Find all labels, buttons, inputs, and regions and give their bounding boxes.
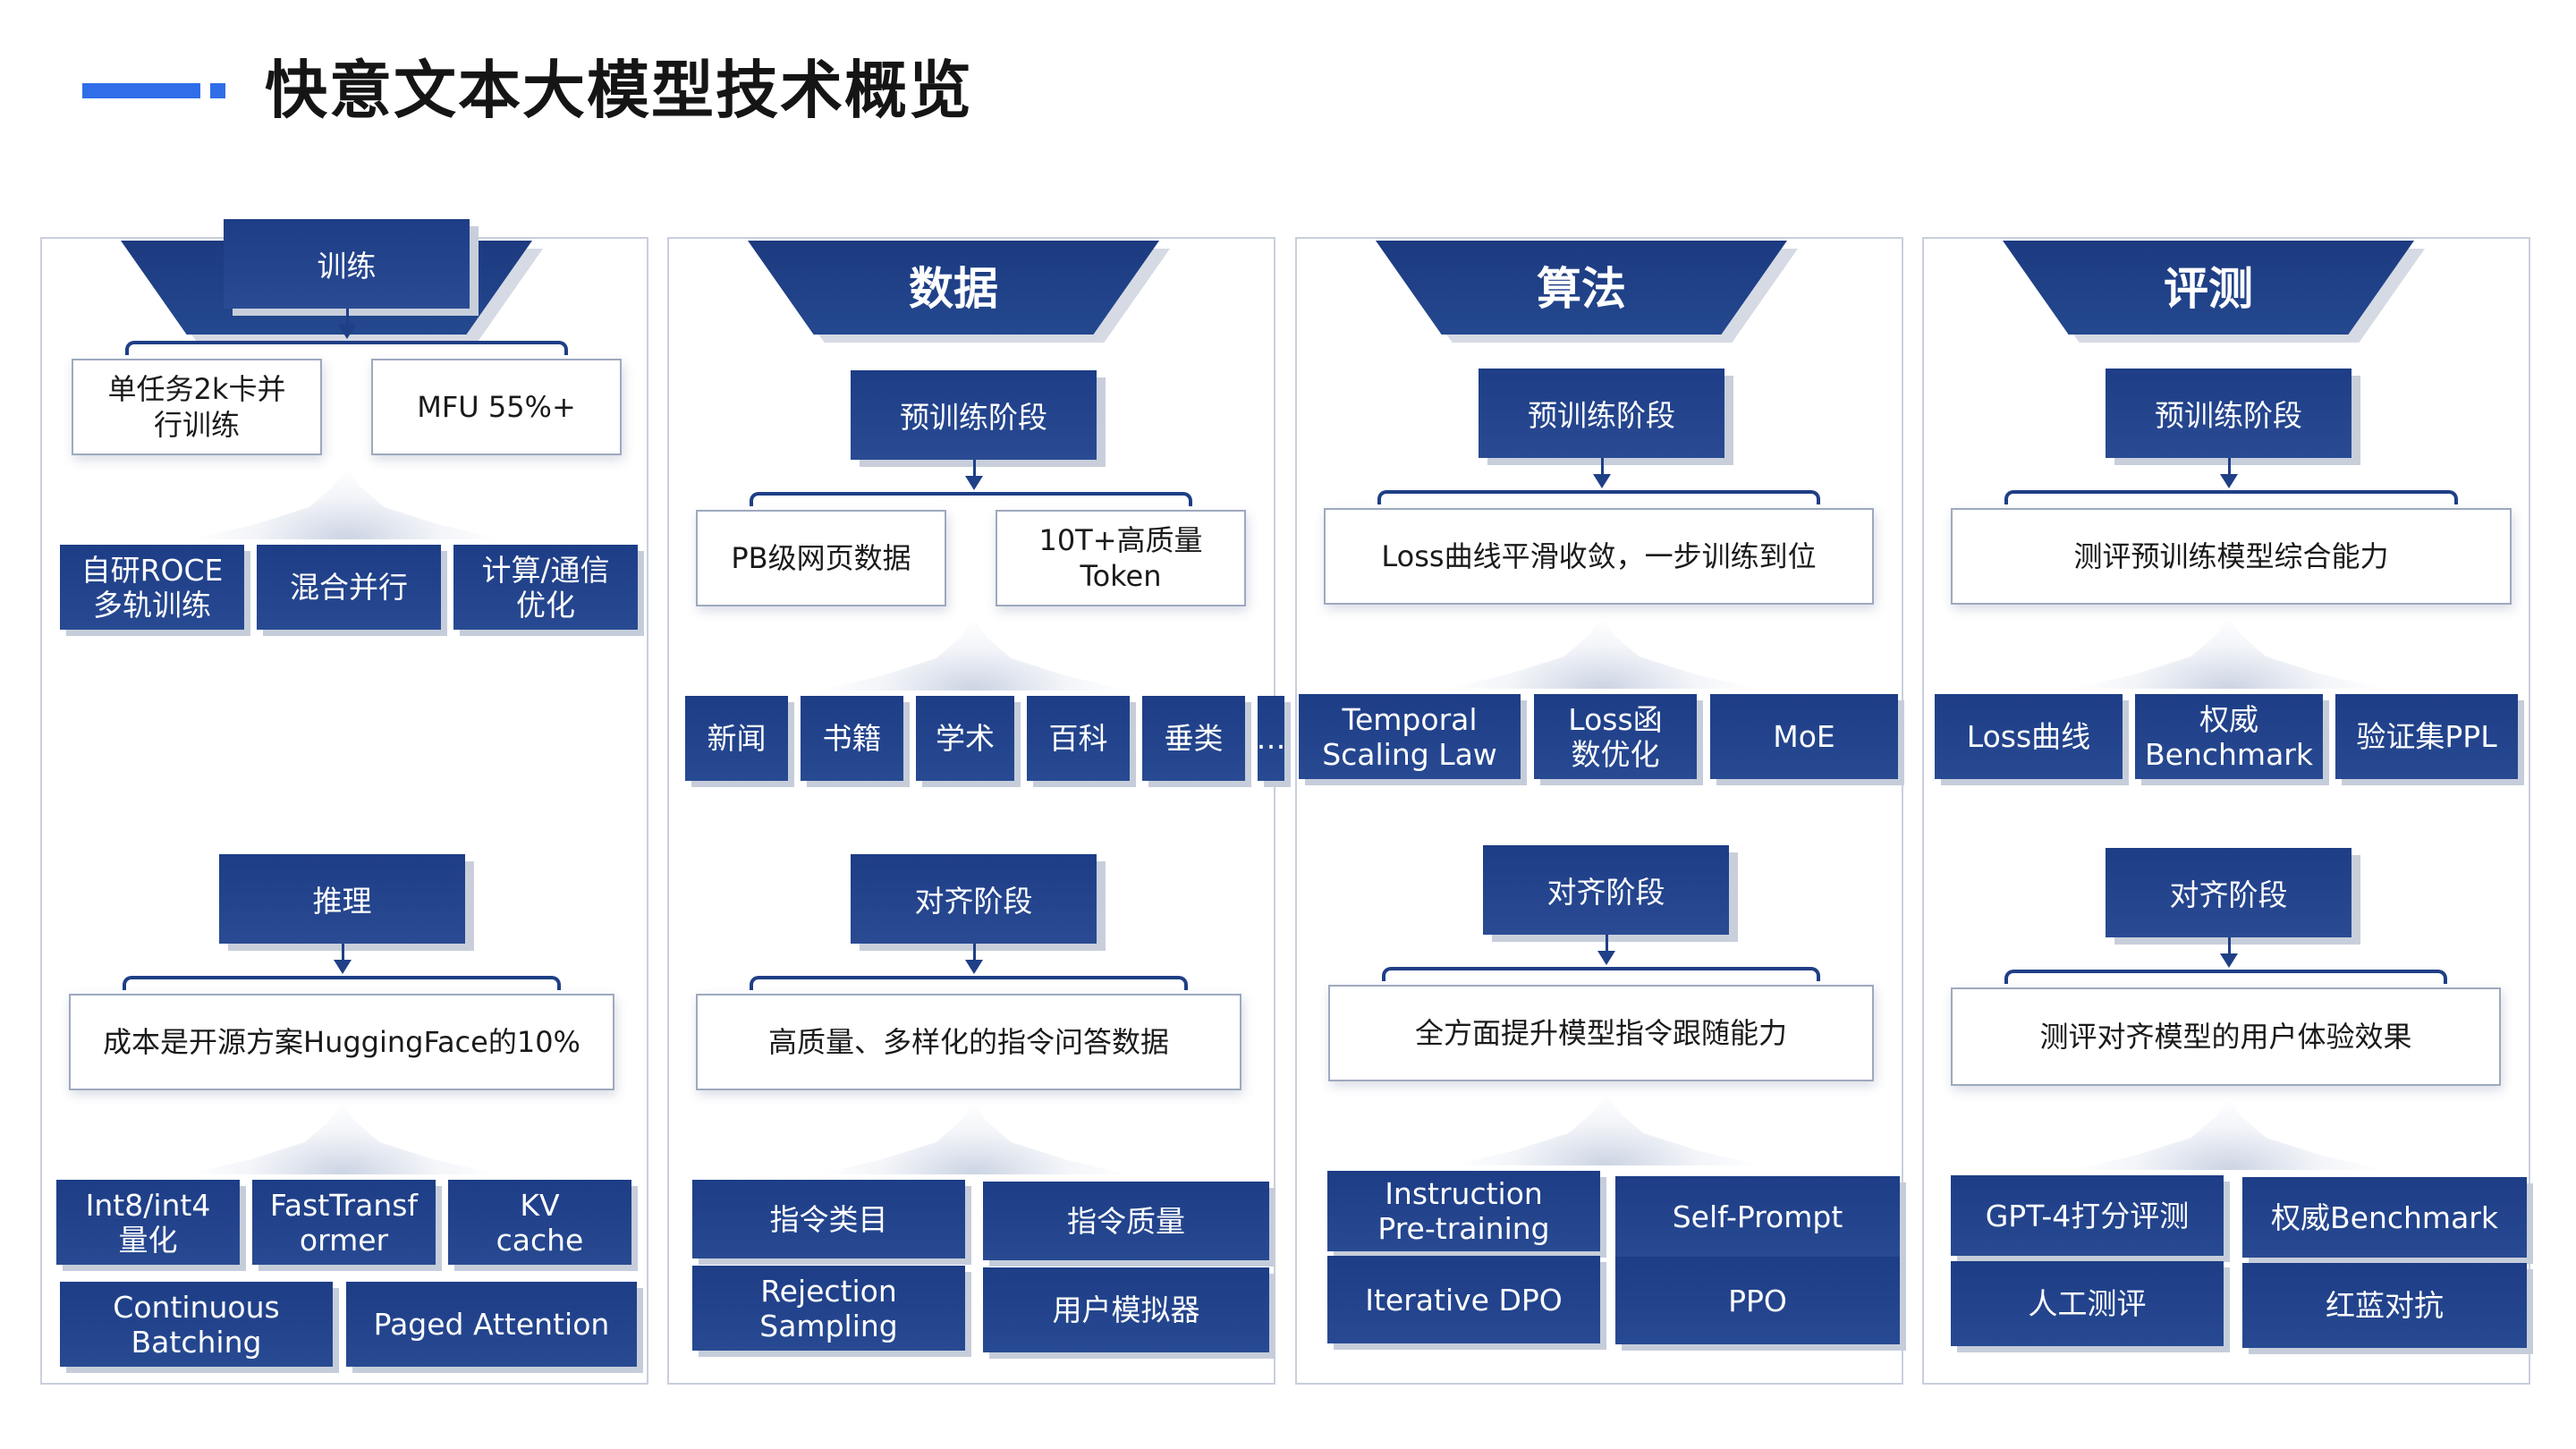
description-box: 单任务2k卡并行训练: [72, 359, 322, 455]
technique-tile: Loss函数优化: [1534, 694, 1697, 779]
title-accent-square: [210, 83, 225, 98]
technique-tile: Iterative DPO: [1327, 1256, 1600, 1343]
branch-connector: [1382, 967, 1820, 981]
down-arrow-shaft: [972, 944, 976, 962]
technique-tile: 验证集PPL: [2335, 694, 2518, 779]
stage-header: 对齐阶段: [1483, 845, 1729, 935]
technique-tile: 用户模拟器: [983, 1267, 1269, 1352]
stage-header: 预训练阶段: [1479, 369, 1724, 458]
title-accent-bar: [82, 83, 200, 98]
down-arrow-head: [1597, 951, 1615, 965]
branch-connector: [750, 976, 1188, 990]
stage-header: 对齐阶段: [851, 854, 1097, 944]
description-box: 高质量、多样化的指令问答数据: [696, 994, 1241, 1090]
branch-connector: [750, 492, 1192, 506]
branch-connector: [1377, 490, 1820, 504]
column-title-banner: [1376, 241, 1787, 335]
technique-tile: 计算/通信优化: [453, 545, 638, 630]
stage-header: 对齐阶段: [2106, 848, 2351, 937]
description-box: 测评对齐模型的用户体验效果: [1951, 987, 2501, 1086]
technique-tile: 垂类: [1142, 696, 1245, 781]
down-arrow-head: [333, 960, 352, 974]
stage-header: 训练: [224, 219, 470, 309]
technique-tile: 新闻: [685, 696, 788, 781]
branch-connector: [2004, 970, 2447, 984]
stage-header: 推理: [219, 854, 465, 944]
down-arrow-head: [2219, 474, 2238, 488]
technique-tile: MoE: [1710, 694, 1898, 779]
technique-tile: PPO: [1615, 1257, 1900, 1344]
technique-tile: 混合并行: [257, 545, 441, 630]
branch-connector: [2004, 490, 2458, 504]
down-arrow-head: [337, 325, 356, 339]
technique-tile: Loss曲线: [1935, 694, 2123, 779]
column-title: 数据: [909, 263, 998, 315]
column-title-banner: [2003, 241, 2414, 335]
description-box: 全方面提升模型指令跟随能力: [1328, 985, 1874, 1081]
technique-tile: GPT-4打分评测: [1951, 1175, 2224, 1256]
description-box: MFU 55%+: [371, 359, 622, 455]
technique-tile: 权威Benchmark: [2242, 1177, 2527, 1258]
down-arrow-head: [1592, 474, 1611, 488]
technique-tile: …: [1258, 696, 1284, 781]
description-box: 测评预训练模型综合能力: [1951, 508, 2512, 605]
down-arrow-shaft: [345, 309, 349, 326]
technique-tile: 指令类目: [692, 1180, 965, 1258]
down-arrow-shaft: [2227, 937, 2231, 955]
stage-header: 预训练阶段: [851, 370, 1097, 460]
down-arrow-shaft: [341, 944, 344, 962]
down-arrow-shaft: [2227, 458, 2231, 476]
column-title: 评测: [2164, 263, 2253, 315]
technique-tile: 学术: [916, 696, 1014, 781]
column-title-banner: [748, 241, 1159, 335]
down-arrow-head: [964, 960, 983, 974]
down-arrow-shaft: [972, 460, 976, 478]
down-arrow-shaft: [1605, 935, 1608, 953]
technique-tile: Paged Attention: [346, 1282, 637, 1367]
technique-tile: 红蓝对抗: [2242, 1263, 2527, 1348]
branch-connector: [125, 341, 568, 355]
description-box: 成本是开源方案HuggingFace的10%: [69, 994, 614, 1090]
technique-tile: 百科: [1027, 696, 1130, 781]
down-arrow-head: [2219, 953, 2238, 968]
column-title: 算法: [1537, 263, 1626, 315]
down-arrow-head: [964, 476, 983, 490]
description-box: PB级网页数据: [696, 510, 946, 606]
stage-header: 预训练阶段: [2106, 369, 2351, 458]
technique-tile: 指令质量: [983, 1182, 1269, 1260]
branch-connector: [123, 976, 561, 990]
technique-tile: Self-Prompt: [1615, 1176, 1900, 1257]
technique-tile: 人工测评: [1951, 1261, 2224, 1346]
page-title: 快意文本大模型技术概览: [265, 54, 973, 127]
description-box: Loss曲线平滑收敛，一步训练到位: [1324, 508, 1874, 605]
technique-tile: 书籍: [801, 696, 903, 781]
down-arrow-shaft: [1600, 458, 1604, 476]
